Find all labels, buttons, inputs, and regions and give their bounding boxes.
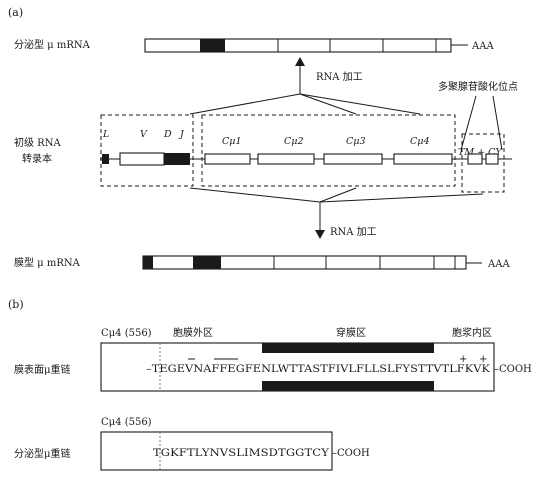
membrane-mrna-label: 膜型 μ mRNA [14,256,81,269]
exon-DJ [164,153,190,165]
exon-cmu3 [323,153,383,165]
membrane-cmu4-position: Cμ4 (556) [101,328,152,339]
secreted-mrna-poly-a: AAA [471,41,494,52]
secreted-chain-frame [100,431,333,471]
positive-charge-mark: + [459,354,467,365]
secreted-mrna-bar [144,38,452,53]
membrane-bar-bottom [262,381,434,391]
primary-transcript-label-2: 转录本 [22,152,52,165]
membrane-mrna-leader-block [143,256,153,269]
up-arrow-head [295,57,305,66]
membrane-mrna-vdj-block [193,256,221,269]
segment-label-cmu3: Cμ3 [346,136,366,147]
converge-line [319,193,484,203]
membrane-mrna-poly-a: AAA [487,259,510,270]
segment-label-cmu2: Cμ2 [284,136,304,147]
exon-tm [467,153,483,165]
cytoplasmic-region-label: 胞浆内区 [452,326,492,339]
exon-cmu1 [204,153,251,165]
converge-line [319,187,357,203]
membrane-chain-cooh: –COOH [494,364,532,375]
exon-V [119,152,165,166]
secreted-mrna: 分泌型 μ mRNA AAA [14,38,494,53]
secreted-chain-cooh: –COOH [332,448,370,459]
down-arrow-head [315,230,325,239]
positive-charge-mark: + [479,354,487,365]
converge-line [189,93,301,115]
converge-line [299,93,421,115]
panel-b-label: (b) [8,298,24,311]
polyA-site-pointer [492,95,503,151]
membrane-chain-sequence: –TEGEVNAFFEGFENLWTTASTFIVLFLLSLFYSTTVTLF… [146,363,490,375]
extracellular-region-label: 胞膜外区 [173,327,213,339]
panel-a-label: (a) [8,6,23,19]
segment-label-cmu1: Cμ1 [222,136,242,147]
primary-transcript-label-1: 初级 RNA [14,136,61,149]
segment-label-V: V [140,129,148,140]
membrane-chain-label: 膜表面μ重链 [14,363,71,376]
rna-processing-top-label: RNA 加工 [316,71,363,83]
segment-label-D: D [163,129,172,140]
polyadenylation-sites-label: 多聚腺苷酸化位点 [438,80,518,93]
secreted-mrna-label: 分泌型 μ mRNA [14,38,91,51]
rna-processing-down: RNA 加工 [189,187,484,239]
membrane-mrna-bar [142,255,467,270]
converge-line [299,93,357,115]
exon-L [102,154,109,164]
exon-cmu4 [393,153,453,165]
segment-label-cmu4: Cμ4 [410,136,430,147]
secreted-chain-sequence: TGKFTLYNVSLIMSDTGGTCY [153,447,330,459]
secreted-mrna-vdj-block [200,39,225,52]
segment-label-tm-cy: TM + CY [458,147,503,158]
transmembrane-region-label: 穿膜区 [336,326,366,339]
exon-cmu2 [257,153,315,165]
primary-transcript: 初级 RNA 转录本 L V D J Cμ1 Cμ2 Cμ3 Cμ4 TM + … [14,114,512,193]
polyA-site-pointer [460,95,477,151]
converge-line [189,187,321,203]
membrane-mrna: 膜型 μ mRNA AAA [14,255,510,270]
secreted-cmu4-position: Cμ4 (556) [101,417,152,428]
secreted-chain-label: 分泌型μ重链 [14,447,71,460]
secreted-heavy-chain: Cμ4 (556) 分泌型μ重链 TGKFTLYNVSLIMSDTGGTCY –… [14,417,370,471]
constant-dashed-group [201,114,456,187]
vdj-dashed-group [100,114,194,187]
membrane-bar-top [262,343,434,353]
tm-cy-dashed-group [461,133,505,193]
rna-processing-bottom-label: RNA 加工 [330,226,377,238]
rna-processing-up: RNA 加工 [189,57,421,115]
segment-label-L: L [102,129,109,140]
exon-cy [485,153,499,165]
membrane-heavy-chain: Cμ4 (556) 胞膜外区 穿膜区 胞浆内区 膜表面μ重链 –TEGEVNAF… [14,326,532,392]
segment-label-J: J [178,129,185,140]
